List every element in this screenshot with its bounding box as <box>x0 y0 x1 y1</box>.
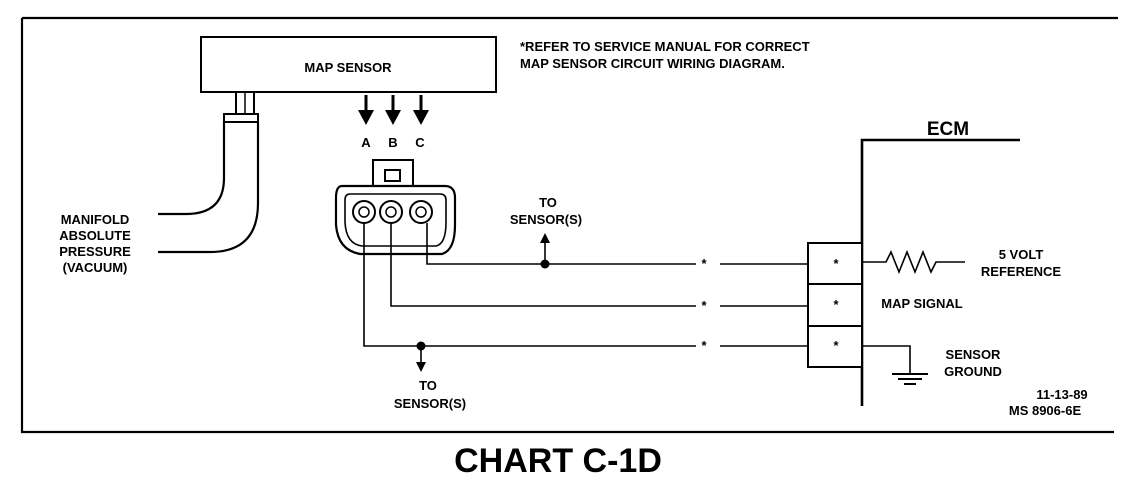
wire-a <box>363 223 808 347</box>
ecm-terminal-mark-2: * <box>833 297 839 312</box>
map-sensor-box <box>200 36 497 93</box>
footer-code: MS 8906-6E <box>1009 403 1082 418</box>
diagram-frame <box>20 16 1118 434</box>
five-volt-line-1: 5 VOLT <box>999 247 1044 262</box>
to-sensor-top-line-2: SENSOR(S) <box>510 212 582 227</box>
chart-title: CHART C-1D <box>454 442 662 480</box>
resistor-icon <box>862 249 965 275</box>
splice-bottom <box>416 341 426 372</box>
note-line-2: MAP SENSOR CIRCUIT WIRING DIAGRAM. <box>520 56 785 71</box>
sensor-ground-line-2: GROUND <box>944 364 1002 379</box>
pin-arrows <box>358 95 429 125</box>
wire-b <box>390 223 808 307</box>
wire-mark-1: * <box>701 256 707 271</box>
vacuum-label-line-4: (VACUUM) <box>63 260 128 275</box>
to-sensor-bottom-line-1: TO <box>419 378 437 393</box>
five-volt-line-2: REFERENCE <box>981 264 1062 279</box>
vacuum-label-line-2: ABSOLUTE <box>59 228 131 243</box>
map-sensor-label: MAP SENSOR <box>304 60 392 75</box>
vacuum-port <box>235 91 255 115</box>
sensor-ground-line-1: SENSOR <box>946 347 1002 362</box>
vacuum-label-line-1: MANIFOLD <box>61 212 130 227</box>
wire-c <box>426 223 808 265</box>
connector <box>334 159 457 256</box>
to-sensor-bottom-line-2: SENSOR(S) <box>394 396 466 411</box>
vacuum-label-line-3: PRESSURE <box>59 244 131 259</box>
wire-mark-3: * <box>701 338 707 353</box>
ecm-terminals <box>807 242 863 368</box>
footer-date: 11-13-89 <box>1036 387 1087 402</box>
pin-label-a: A <box>361 135 371 150</box>
note-line-1: *REFER TO SERVICE MANUAL FOR CORRECT <box>520 39 810 54</box>
ecm-terminal-mark-1: * <box>833 256 839 271</box>
wire-mark-2: * <box>701 298 707 313</box>
ecm-label: ECM <box>927 119 969 140</box>
splice-top <box>540 233 550 269</box>
pin-label-c: C <box>415 135 425 150</box>
to-sensor-top-line-1: TO <box>539 195 557 210</box>
ecm-terminal-mark-3: * <box>833 338 839 353</box>
pin-label-b: B <box>388 135 397 150</box>
ground-icon <box>862 345 928 385</box>
vacuum-hose <box>158 113 260 254</box>
map-signal-label: MAP SIGNAL <box>881 296 962 311</box>
